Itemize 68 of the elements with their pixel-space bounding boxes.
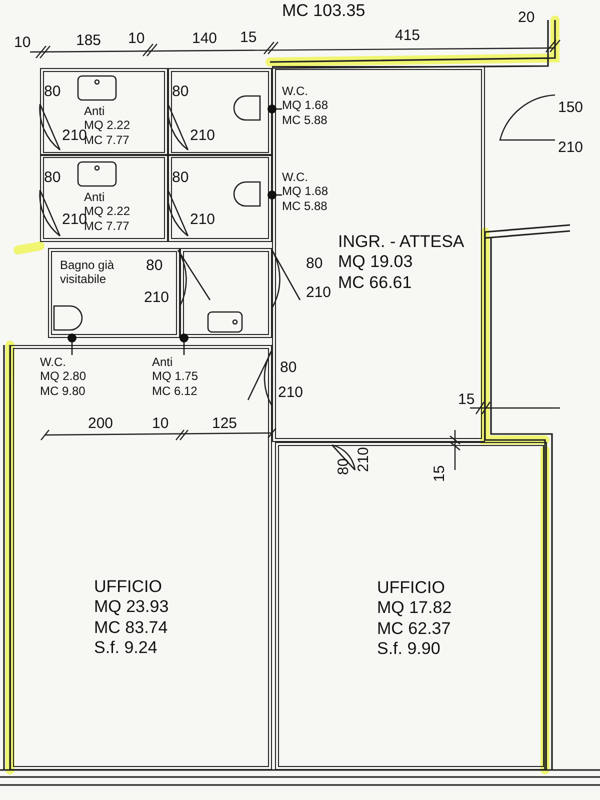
dimension-label: 15 <box>458 392 475 407</box>
dimension-label: 210 <box>558 140 584 155</box>
dimension-label: 10 <box>128 31 145 46</box>
room-name: Bagno già visitabile <box>60 258 116 287</box>
area-value: MQ 1.75 <box>152 369 200 384</box>
dimension-label: 80 <box>172 84 189 99</box>
area-value: MQ 1.68 <box>282 184 330 199</box>
dimension-label: 210 <box>278 385 304 400</box>
room-outline <box>168 68 272 156</box>
room-outline <box>10 345 272 770</box>
volume-note: MC 103.35 <box>282 2 366 19</box>
room-name: W.C. <box>282 170 309 184</box>
room-outline <box>168 154 272 242</box>
dimension-label: 210 <box>356 446 371 472</box>
room-outline <box>40 68 168 156</box>
room-name: INGR. - ATTESA <box>338 232 466 252</box>
dimension-label: 210 <box>190 128 216 143</box>
room-name: W.C. <box>282 84 309 98</box>
volume-value: MC 6.12 <box>152 384 198 398</box>
area-value: MQ 1.68 <box>282 98 330 113</box>
area-value: MQ 19.03 <box>338 252 414 273</box>
room-name: W.C. <box>40 355 67 370</box>
volume-value: MC 9.80 <box>40 384 86 398</box>
window-area-value: S.f. 9.90 <box>377 639 442 660</box>
dimension-label: 10 <box>14 35 31 50</box>
leader-line <box>268 104 282 114</box>
room-outline <box>180 248 272 338</box>
room-outline <box>48 248 180 338</box>
dimension-label: 150 <box>558 100 584 115</box>
dimension-label: 80 <box>336 458 351 475</box>
volume-value: MC 5.88 <box>282 198 328 214</box>
area-value: MQ 2.80 <box>40 369 88 384</box>
room-outline <box>272 66 485 442</box>
room-name: UFFICIO <box>94 577 163 598</box>
dimension-label: 80 <box>280 360 297 375</box>
room-outline <box>275 442 547 770</box>
dimension-label: 210 <box>144 290 170 305</box>
dimension-label: 10 <box>152 416 169 431</box>
volume-value: MC 62.37 <box>377 618 452 640</box>
dimension-label: 125 <box>212 416 238 431</box>
dimension-label: 140 <box>192 31 218 46</box>
leader-line <box>268 190 282 200</box>
dimension-label: 20 <box>518 10 535 25</box>
room-name: Anti <box>84 190 106 204</box>
volume-value: MC 5.88 <box>282 112 328 128</box>
dimension-label: 80 <box>44 84 61 99</box>
dimension-label: 80 <box>306 256 323 271</box>
area-value: MQ 23.93 <box>94 597 170 618</box>
room-outline <box>40 154 168 242</box>
leader-line <box>68 334 76 355</box>
room-name: Anti <box>152 355 174 370</box>
dimension-label: 15 <box>240 30 257 45</box>
dimension-label: 415 <box>395 28 420 43</box>
dimension-label: 210 <box>306 285 332 300</box>
leader-line <box>180 334 188 355</box>
dimension-label: 200 <box>88 416 114 431</box>
dimension-label: 185 <box>76 33 102 48</box>
dimension-label: 80 <box>44 170 61 185</box>
dimension-label: 80 <box>172 170 189 185</box>
area-value: MQ 17.82 <box>377 598 453 619</box>
dimension-label: 15 <box>432 465 447 482</box>
volume-value: MC 66.61 <box>338 272 413 294</box>
window-area-value: S.f. 9.24 <box>94 638 158 659</box>
dimension-label: 80 <box>146 258 163 273</box>
room-name: Anti <box>84 104 106 118</box>
dimension-label: 210 <box>190 212 216 227</box>
room-name: UFFICIO <box>377 578 446 598</box>
volume-value: MC 83.74 <box>94 618 169 638</box>
